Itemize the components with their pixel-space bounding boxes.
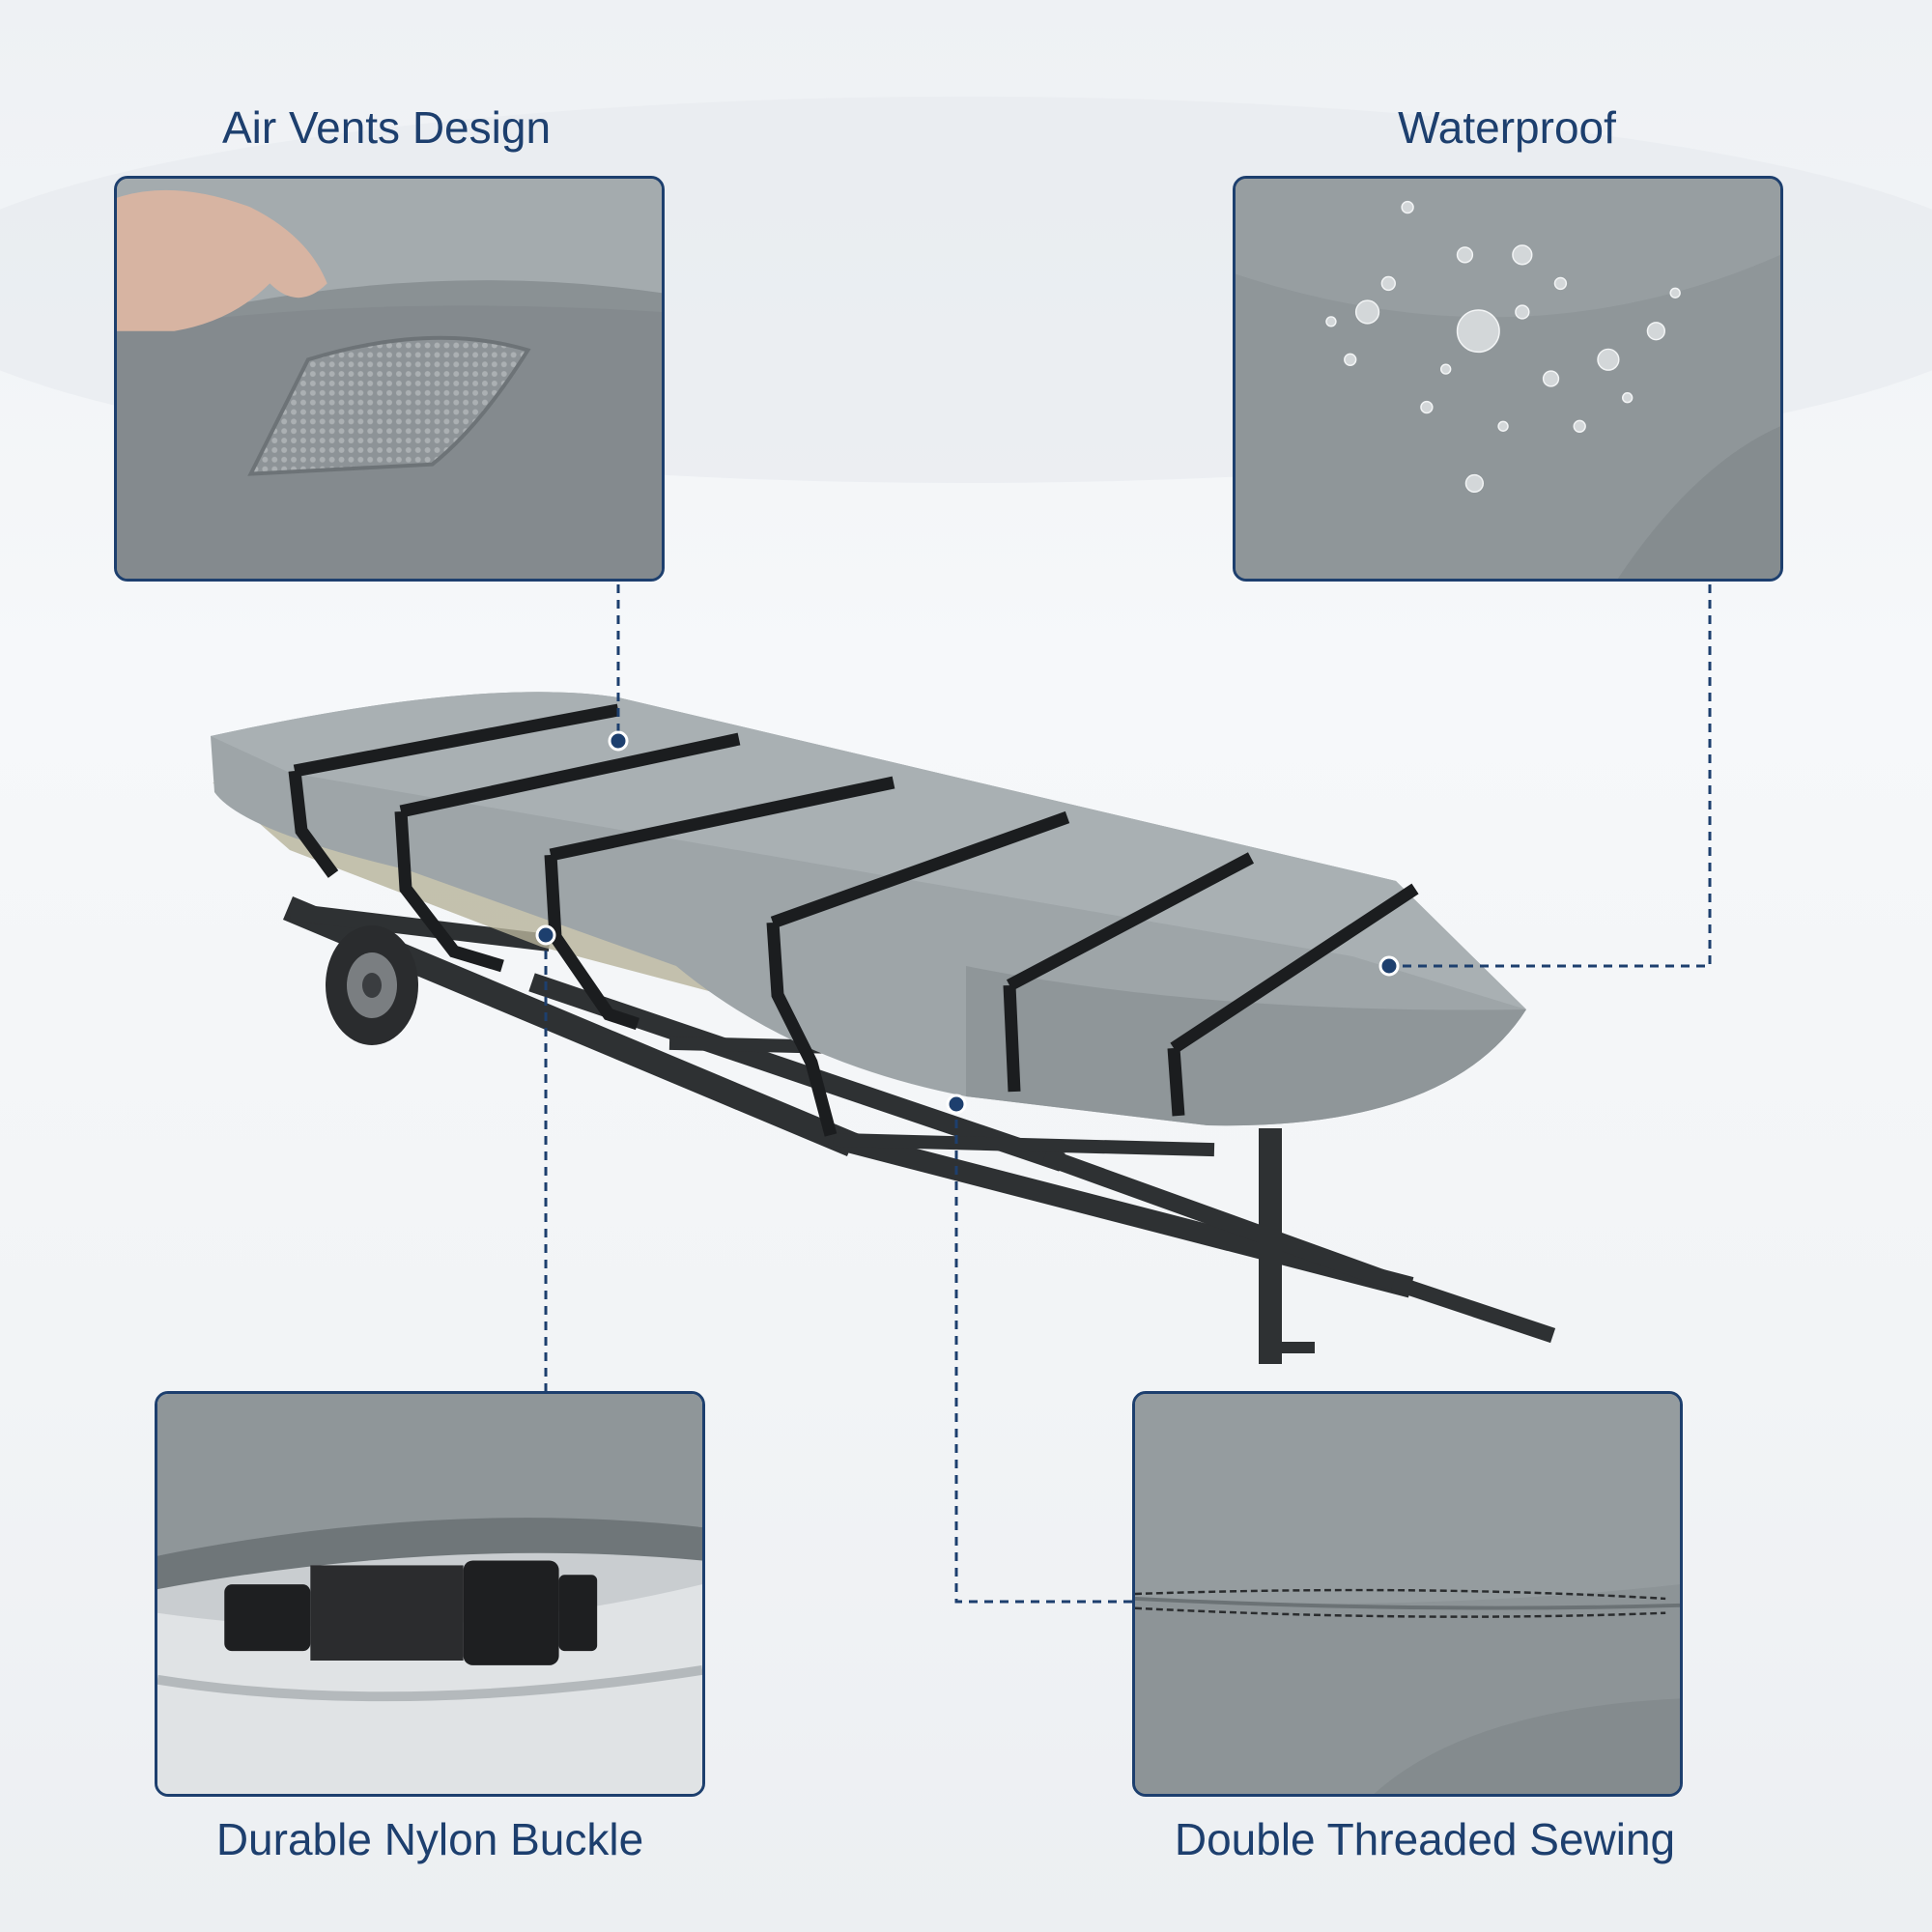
inset-buckle xyxy=(155,1391,705,1797)
callout-dots xyxy=(535,730,1400,1115)
feature-label-waterproof: Waterproof xyxy=(1398,102,1616,153)
sewing-photo xyxy=(1135,1394,1680,1794)
feature-label-sewing: Double Threaded Sewing xyxy=(1174,1814,1676,1864)
boat-cover-top-face xyxy=(211,692,1526,1009)
inset-air-vents xyxy=(114,176,665,582)
inset-waterproof xyxy=(1233,176,1783,582)
feature-label-air-vents: Air Vents Design xyxy=(221,102,552,153)
cover-straps xyxy=(288,703,1419,1137)
water-droplets-photo xyxy=(1236,179,1780,579)
callout-lines xyxy=(544,584,1712,1604)
inset-sewing xyxy=(1132,1391,1683,1797)
hand-icon xyxy=(117,189,327,331)
buckle-photo xyxy=(157,1394,702,1794)
air-vent-photo xyxy=(117,179,662,579)
boat-cover-shade xyxy=(966,966,1526,1126)
buckle-icon xyxy=(224,1560,598,1665)
feature-label-buckle: Durable Nylon Buckle xyxy=(215,1814,644,1864)
trailer-wheel-icon xyxy=(326,925,418,1045)
